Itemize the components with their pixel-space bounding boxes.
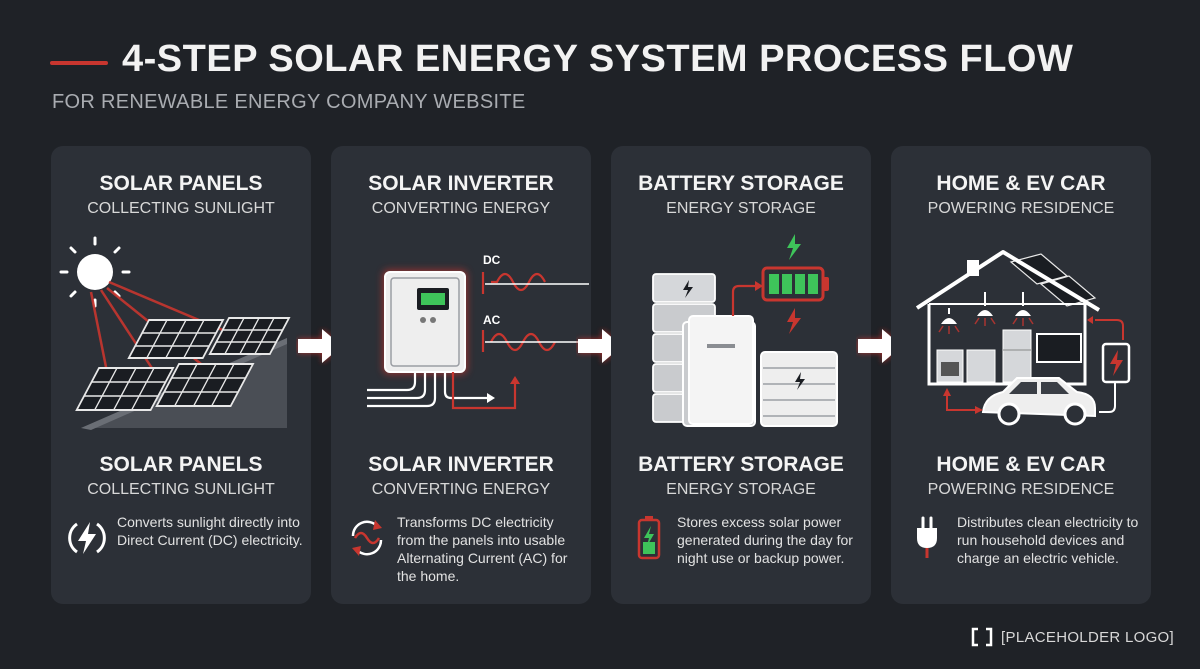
page-subtitle: FOR RENEWABLE ENERGY COMPANY WEBSITE <box>52 91 526 113</box>
battery-full-icon <box>761 266 829 302</box>
step-title: SOLAR PANELS <box>99 453 263 476</box>
step-description: Stores excess solar power generated duri… <box>677 514 853 566</box>
solar-panel <box>75 367 175 411</box>
step-subtitle: CONVERTING ENERGY <box>371 200 551 217</box>
lightning-icon <box>787 308 801 334</box>
step-card-solar-panels: SOLAR PANELS COLLECTING SUNLIGHT <box>51 146 311 604</box>
step-title: SOLAR PANELS <box>99 172 263 195</box>
lightning-icon <box>787 234 801 260</box>
solar-panel <box>208 317 291 355</box>
step-subtitle: COLLECTING SUNLIGHT <box>87 200 275 217</box>
logo-bracket-icon <box>971 627 993 647</box>
step-description: Distributes clean electricity to run hou… <box>957 514 1139 566</box>
step-card-battery-storage: BATTERY STORAGE ENERGY STORAGE <box>611 146 871 604</box>
step-subtitle: CONVERTING ENERGY <box>371 481 551 498</box>
step-description: Converts sunlight directly into Direct C… <box>117 514 303 548</box>
plug-icon <box>917 516 937 558</box>
inverter-illustration: DC AC <box>367 253 589 410</box>
step-card-home-ev-car: HOME & EV CAR POWERING RESIDENCE <box>891 146 1151 604</box>
battery-charging-icon <box>637 516 661 560</box>
home-ev-illustration <box>915 250 1131 426</box>
solar-panel <box>155 363 255 407</box>
title-accent-line <box>50 61 108 65</box>
step-title: SOLAR INVERTER <box>368 453 554 476</box>
step-card-solar-inverter: SOLAR INVERTER CONVERTING ENERGY DC AC S… <box>331 146 591 604</box>
step-title: BATTERY STORAGE <box>638 172 844 195</box>
step-subtitle: COLLECTING SUNLIGHT <box>87 481 275 498</box>
lightning-circle-icon <box>68 522 106 554</box>
logo-text: [PLACEHOLDER LOGO] <box>1001 628 1174 646</box>
step-subtitle: POWERING RESIDENCE <box>927 200 1115 217</box>
placeholder-logo: [PLACEHOLDER LOGO] <box>971 627 1174 647</box>
step-description: Transforms DC electricity from the panel… <box>397 514 568 584</box>
step-subtitle: ENERGY STORAGE <box>666 481 816 498</box>
ac-label: AC <box>483 313 501 327</box>
step-subtitle: POWERING RESIDENCE <box>927 481 1115 498</box>
step-title: HOME & EV CAR <box>936 172 1106 195</box>
sun-icon <box>59 236 131 308</box>
solar-panels-illustration <box>59 236 291 430</box>
solar-panel <box>127 319 225 359</box>
dc-label: DC <box>483 253 501 267</box>
step-title: BATTERY STORAGE <box>638 453 844 476</box>
step-subtitle: ENERGY STORAGE <box>666 200 816 217</box>
page-title: 4-STEP SOLAR ENERGY SYSTEM PROCESS FLOW <box>122 38 1074 80</box>
battery-storage-illustration <box>652 234 838 427</box>
wave-cycle-icon <box>351 520 383 556</box>
step-title: HOME & EV CAR <box>936 453 1106 476</box>
step-title: SOLAR INVERTER <box>368 172 554 195</box>
